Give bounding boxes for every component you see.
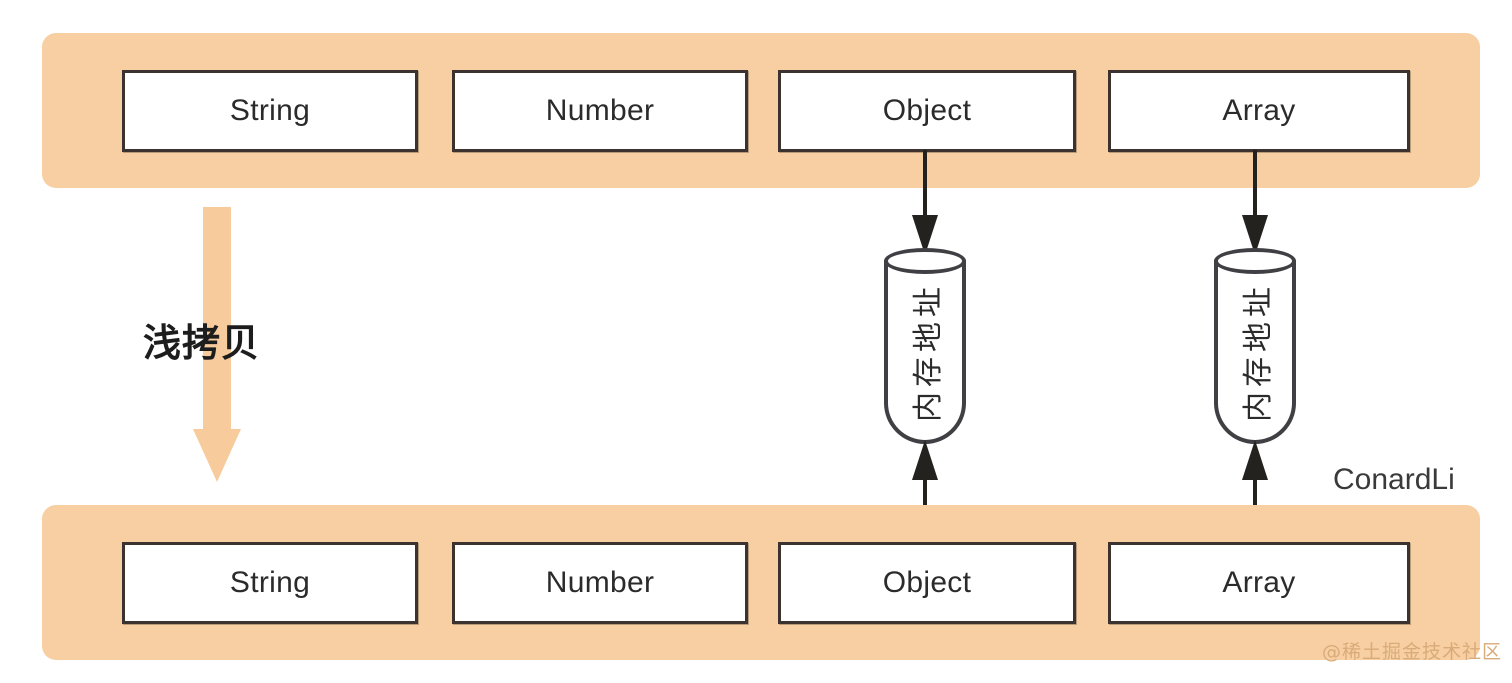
site-watermark: @稀土掘金技术社区 (1322, 641, 1503, 663)
memory-cell-array-label: 内存地址 (1241, 282, 1276, 422)
shallow-copy-label: 浅拷贝 (143, 321, 261, 365)
author-label: ConardLi (1333, 463, 1455, 496)
shallow-copy-arrow-head (193, 429, 241, 482)
source-box-string: String (122, 70, 418, 152)
copied-box-string-label: String (229, 566, 311, 599)
arrow-up-object-head (912, 440, 938, 480)
memory-cell-array-lid (1214, 248, 1296, 274)
source-box-object: Object (778, 70, 1076, 152)
copied-box-string: String (122, 542, 418, 624)
memory-cell-object-label: 内存地址 (911, 282, 946, 422)
source-box-number: Number (452, 70, 748, 152)
memory-cell-array-text: 内存地址 (1214, 260, 1296, 444)
memory-cell-array-body (1214, 260, 1296, 444)
copied-box-array-label: Array (1222, 566, 1296, 599)
source-box-array-label: Array (1222, 94, 1296, 127)
memory-cell-object-text: 内存地址 (884, 260, 966, 444)
shallow-copy-arrow-shaft (203, 207, 231, 432)
copied-box-array: Array (1108, 542, 1410, 624)
source-box-number-label: Number (545, 94, 655, 127)
copied-box-object-label: Object (882, 566, 972, 599)
arrow-down-object-line (923, 150, 927, 222)
shallow-copy-arrow-icon (193, 207, 241, 482)
copied-box-object: Object (778, 542, 1076, 624)
memory-cell-object-lid (884, 248, 966, 274)
arrow-down-array-icon (1242, 150, 1268, 255)
source-box-object-label: Object (882, 94, 972, 127)
arrow-down-array-line (1253, 150, 1257, 222)
copied-box-number-label: Number (545, 566, 655, 599)
memory-cell-object-body (884, 260, 966, 444)
arrow-up-array-head (1242, 440, 1268, 480)
arrow-down-object-icon (912, 150, 938, 255)
source-box-array: Array (1108, 70, 1410, 152)
memory-cell-array: 内存地址 (1214, 248, 1296, 444)
copied-box-number: Number (452, 542, 748, 624)
memory-cell-object: 内存地址 (884, 248, 966, 444)
source-box-string-label: String (229, 94, 311, 127)
